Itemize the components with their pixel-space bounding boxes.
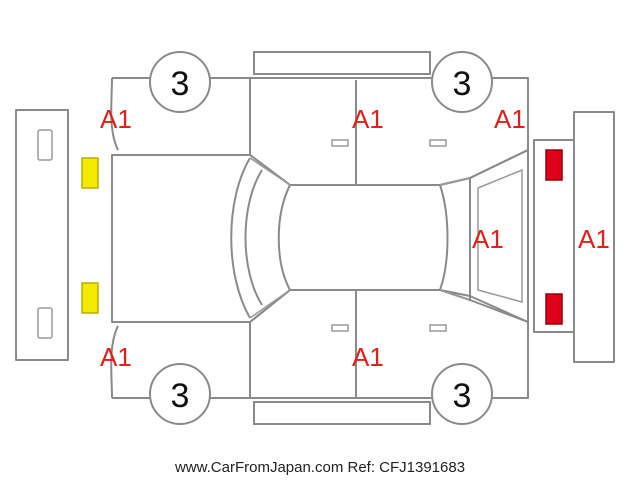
tailgate bbox=[469, 149, 529, 323]
damage-code-roof-top: A1 bbox=[352, 104, 384, 134]
damage-code-front-top: A1 bbox=[100, 104, 132, 134]
damage-code-tailgate: A1 bbox=[472, 224, 504, 254]
tire-rear-left: 3 bbox=[431, 51, 493, 113]
damage-code-rear-top: A1 bbox=[494, 104, 526, 134]
rear-lamp-top bbox=[545, 149, 563, 181]
damage-code-side-bottom: A1 bbox=[352, 342, 384, 372]
damage-code-rear-bumper: A1 bbox=[578, 224, 610, 254]
top-side-panel bbox=[110, 51, 529, 186]
car-body-top-view bbox=[111, 154, 471, 323]
front-lamp-top bbox=[81, 157, 99, 189]
tire-front-left: 3 bbox=[149, 51, 211, 113]
rear-bumper bbox=[573, 111, 615, 363]
damage-code-front-bottom: A1 bbox=[100, 342, 132, 372]
tire-rear-left-grade: 3 bbox=[453, 65, 472, 103]
tire-front-right-grade: 3 bbox=[171, 377, 190, 415]
tire-rear-right-grade: 3 bbox=[453, 377, 472, 415]
front-bumper bbox=[15, 109, 69, 361]
front-lamp-bottom bbox=[81, 282, 99, 314]
bottom-side-panel bbox=[110, 289, 529, 425]
tire-front-right: 3 bbox=[149, 363, 211, 425]
tire-rear-right: 3 bbox=[431, 363, 493, 425]
tire-front-left-grade: 3 bbox=[171, 65, 190, 103]
footer-reference: www.CarFromJapan.com Ref: CFJ1391683 bbox=[174, 459, 465, 476]
rear-lamp-bottom bbox=[545, 293, 563, 325]
